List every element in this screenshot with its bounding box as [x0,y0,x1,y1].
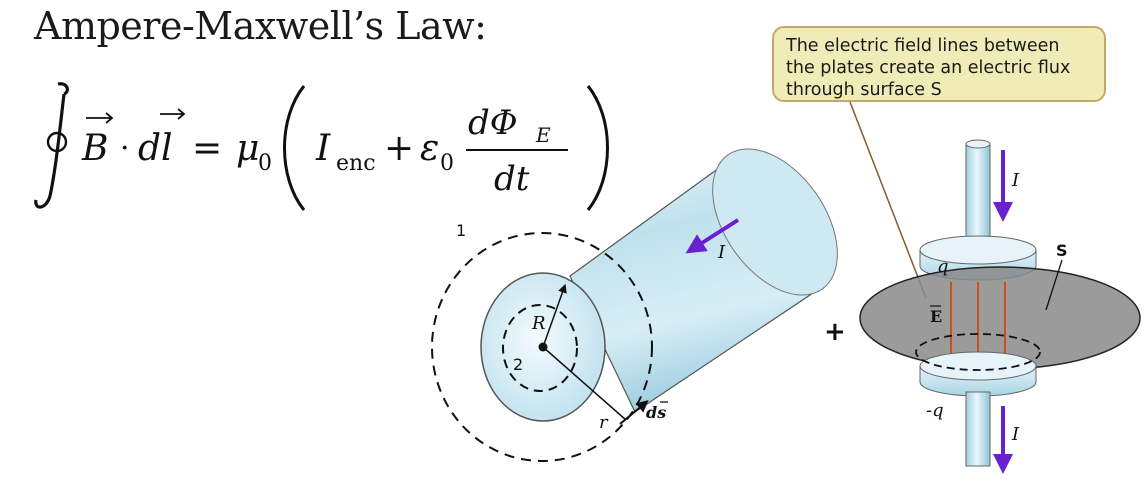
ampere-maxwell-equation: B · dl = μ 0 I enc + ε 0 dΦ E dt [34,82,609,211]
svg-text:=: = [192,128,222,169]
bottom-plate [919,351,1037,381]
vector-arrow-icon [160,108,186,120]
dl-symbol: dl [138,128,173,169]
callout-line: the plates create an electric flux [786,58,1071,78]
loop-2-label: 2 [513,355,523,374]
amperian-loop-1 [431,232,653,462]
svg-text:E: E [535,123,551,147]
svg-text:+: + [384,128,414,169]
denominator: dt [494,159,530,199]
callout-box: The electric field lines between the pla… [772,26,1106,102]
left-paren [283,85,306,211]
cylinder-back-cap [712,148,838,296]
svg-text:·: · [120,131,130,166]
contour-integral-icon [34,82,69,209]
top-plate [919,235,1037,265]
radius-r-label: r [599,412,609,433]
charge-top-label: q [937,256,949,277]
current-arrow [685,218,740,254]
right-paren [586,85,609,211]
vector-arrow-icon [86,112,114,124]
current-top-label: I [1011,170,1020,191]
current-bottom-label: I [1011,424,1020,445]
charge-bottom-label: -q [926,400,944,421]
i-symbol: I [315,128,331,169]
amperian-loop-2 [502,304,578,392]
capacitor-figure: q -q S E I I [859,139,1141,474]
current-label: I [717,242,726,263]
loop-1-label: 1 [456,221,466,240]
b-symbol: B [81,128,108,169]
surface-label: S [1056,241,1068,260]
radius-R-label: R [531,313,546,334]
callout-line: The electric field lines between [786,36,1060,56]
callout-pointer [849,101,927,299]
plus-sign: + [824,317,846,347]
epsilon-symbol: ε [420,128,439,169]
contour-circle-icon [46,131,68,153]
svg-text:0: 0 [440,151,454,176]
cylinder-figure: 1 2 R r ds I [431,148,838,462]
svg-text:enc: enc [336,151,376,176]
field-label: E [930,307,942,326]
surface-boundary [915,333,1041,371]
bottom-wire [965,391,991,467]
numerator: dΦ [468,103,518,143]
page-title: Ampere-Maxwell’s Law: [34,4,487,48]
ds-label: ds [646,403,666,422]
mu-symbol: μ [236,128,259,169]
svg-text:0: 0 [258,151,272,176]
callout-line: through surface S [786,80,942,100]
